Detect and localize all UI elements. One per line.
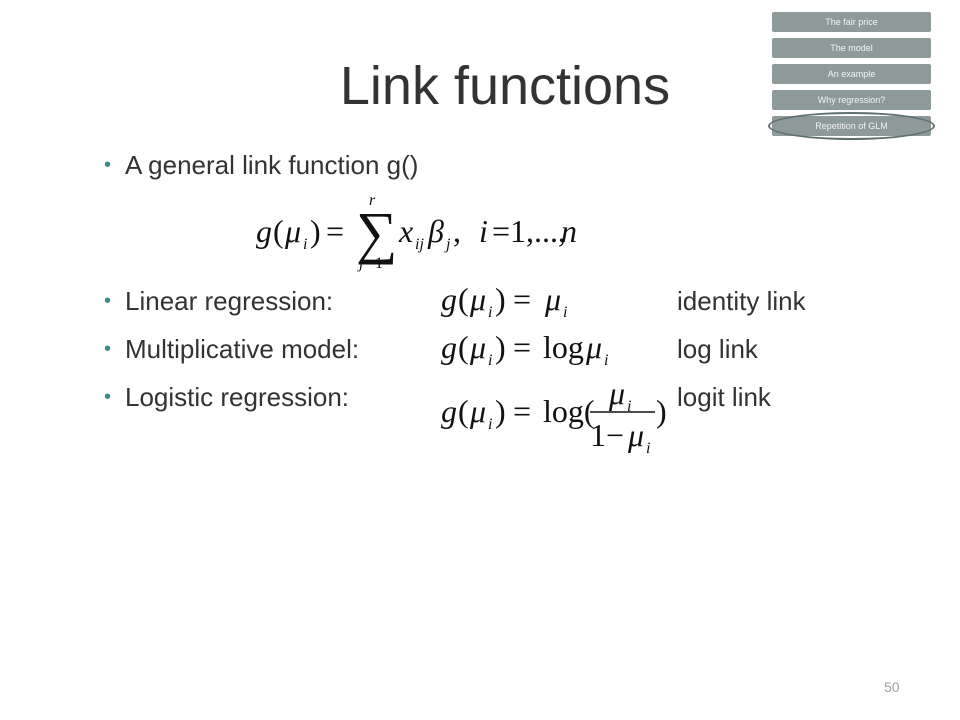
svg-text:μ: μ	[544, 281, 561, 317]
svg-text:μ: μ	[284, 213, 301, 249]
svg-text:g: g	[441, 393, 457, 429]
svg-text:(: (	[458, 281, 469, 317]
nav-item-model[interactable]: The model	[772, 38, 931, 58]
nav-item-fair-price[interactable]: The fair price	[772, 12, 931, 32]
formula-logit-link: g ( μ i ) = log( μ i 1 − μ i )	[441, 375, 667, 457]
svg-text:): )	[495, 393, 506, 429]
bullet-multiplicative-model: • Multiplicative model:	[104, 334, 359, 365]
svg-text:=: =	[513, 329, 531, 365]
svg-text:i: i	[627, 398, 631, 415]
svg-text:g: g	[441, 281, 457, 317]
formula-general-link: g ( μ i ) = ∑ r j =1 x ij β j , i =1,...…	[256, 192, 577, 272]
bullet-text: Linear regression:	[125, 286, 334, 316]
svg-text:i: i	[488, 416, 492, 433]
nav-item-repetition-glm[interactable]: Repetition of GLM	[768, 112, 935, 140]
svg-text:g: g	[256, 213, 272, 249]
svg-text:): )	[656, 393, 667, 429]
svg-text:): )	[310, 213, 321, 249]
svg-text:1: 1	[590, 417, 606, 453]
svg-text:i: i	[488, 304, 492, 321]
svg-text:μ: μ	[469, 329, 486, 365]
svg-text:log(: log(	[543, 393, 595, 429]
svg-text:ij: ij	[415, 236, 424, 253]
svg-text:g: g	[441, 329, 457, 365]
svg-text:μ: μ	[469, 281, 486, 317]
svg-text:μ: μ	[469, 393, 486, 429]
link-name-logit: logit link	[677, 382, 771, 412]
bullet-logistic-regression: • Logistic regression:	[104, 382, 349, 413]
svg-text:): )	[495, 281, 506, 317]
bullet-dot: •	[104, 386, 112, 408]
formula-log-link: g ( μ i ) = log μ i	[441, 329, 608, 369]
svg-text:i: i	[646, 440, 650, 457]
svg-text:(: (	[458, 393, 469, 429]
svg-text:i: i	[563, 304, 567, 321]
bullet-general-link: • A general link function g()	[104, 150, 418, 181]
svg-text:,: ,	[453, 213, 461, 249]
svg-text:i: i	[488, 352, 492, 369]
bullet-dot: •	[104, 338, 112, 360]
bullet-dot: •	[104, 290, 112, 312]
svg-text:∑: ∑	[356, 200, 397, 265]
slide-title: Link functions	[339, 56, 671, 116]
svg-text:=1,...,: =1,...,	[492, 213, 566, 249]
svg-text:n: n	[561, 213, 577, 249]
bullet-text: A general link function g()	[125, 150, 419, 180]
bullet-text: Multiplicative model:	[125, 334, 360, 364]
nav-item-why-regression[interactable]: Why regression?	[772, 90, 931, 110]
formula-identity-link: g ( μ i ) = μ i	[441, 281, 567, 321]
svg-text:j: j	[357, 255, 364, 272]
link-name-log: log link	[677, 334, 758, 364]
svg-text:=: =	[513, 393, 531, 429]
svg-text:=: =	[326, 213, 344, 249]
svg-text:i: i	[479, 213, 488, 249]
svg-text:=: =	[513, 281, 531, 317]
svg-text:j: j	[444, 236, 451, 253]
bullet-text: Logistic regression:	[125, 382, 350, 412]
svg-text:i: i	[604, 352, 608, 369]
active-highlight-ring	[768, 112, 935, 140]
svg-text:(: (	[458, 329, 469, 365]
svg-text:μ: μ	[585, 329, 602, 365]
nav-item-example[interactable]: An example	[772, 64, 931, 84]
svg-text:log: log	[543, 329, 584, 365]
section-nav: The fair price The model An example Why …	[768, 12, 935, 142]
svg-text:−: −	[606, 417, 624, 453]
svg-text:(: (	[273, 213, 284, 249]
bullet-linear-regression: • Linear regression:	[104, 286, 333, 317]
svg-text:μ: μ	[608, 375, 625, 411]
svg-text:r: r	[369, 192, 376, 209]
svg-text:x: x	[398, 213, 413, 249]
bullet-dot: •	[104, 154, 112, 176]
svg-text:=1: =1	[366, 255, 383, 272]
page-number: 50	[884, 679, 900, 695]
svg-text:i: i	[303, 236, 307, 253]
svg-text:β: β	[427, 213, 444, 249]
svg-text:μ: μ	[627, 417, 644, 453]
svg-text:): )	[495, 329, 506, 365]
link-name-identity: identity link	[677, 286, 806, 316]
